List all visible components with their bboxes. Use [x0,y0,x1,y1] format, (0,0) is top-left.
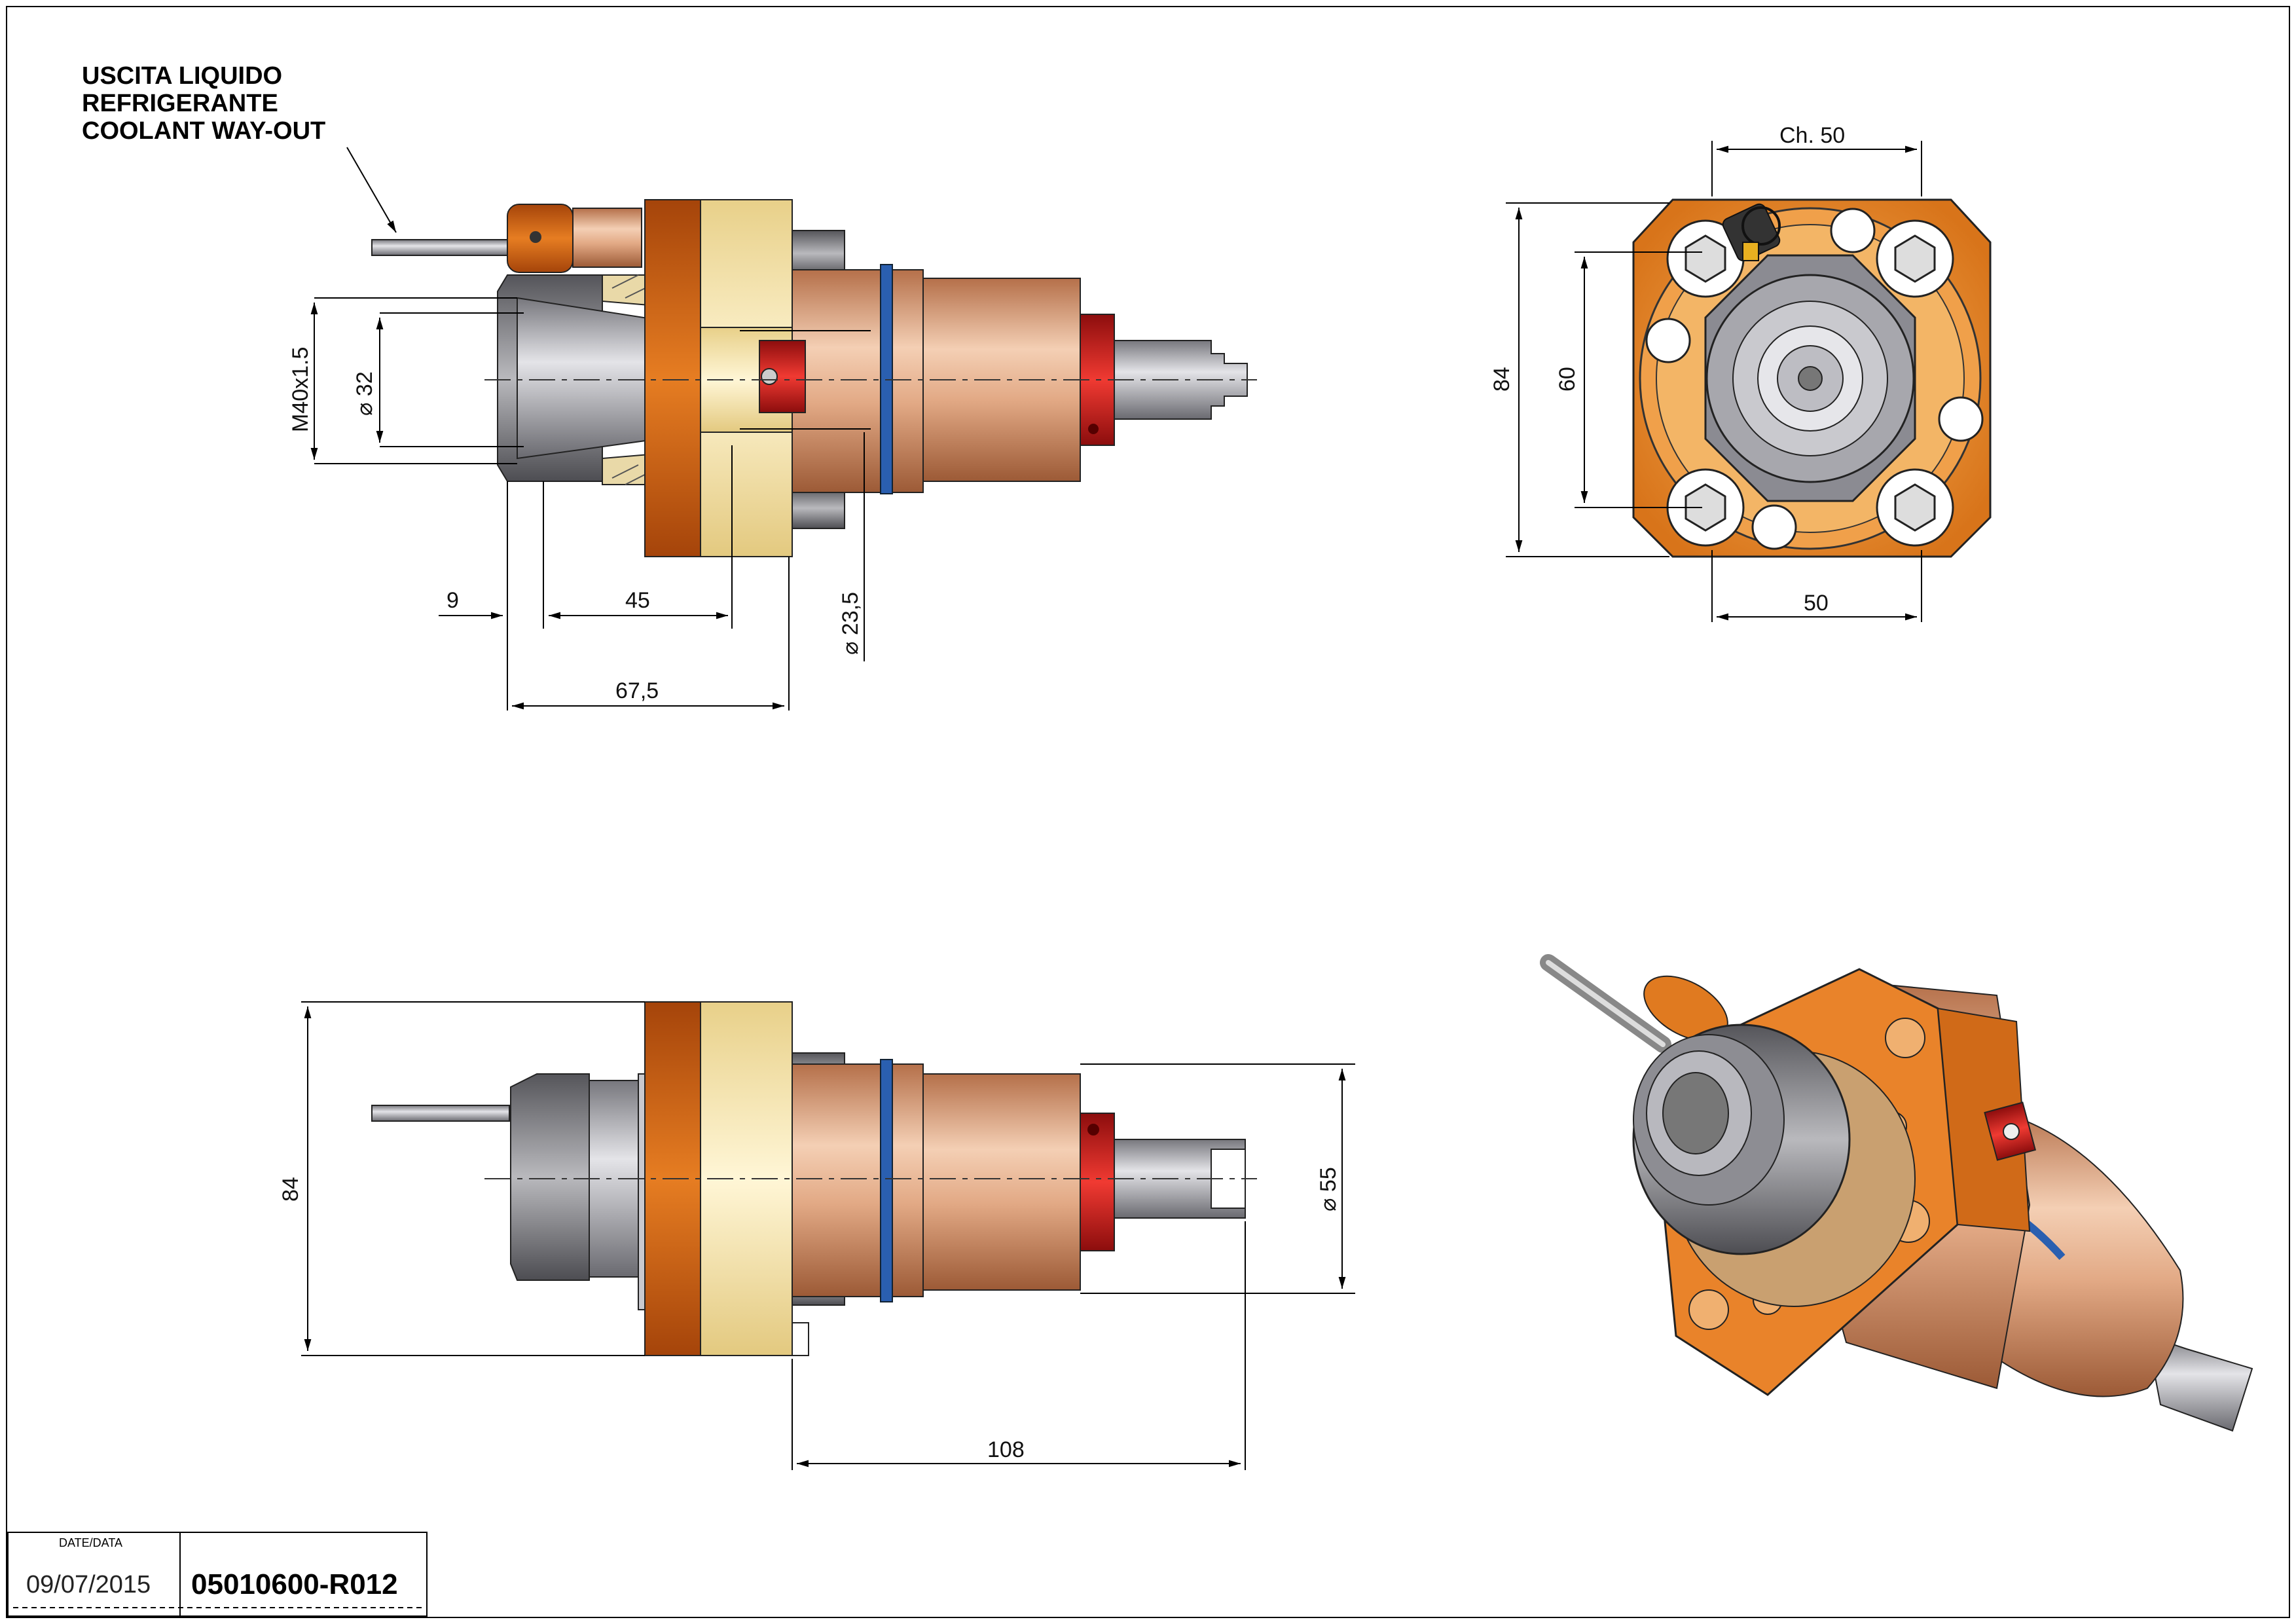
dim-84-side: 84 [278,1177,303,1202]
dim-dia23: ⌀ 23,5 [838,592,863,655]
dim-60: 60 [1555,367,1580,392]
dim-9: 9 [446,588,459,613]
iso-shaft [2146,1335,2253,1432]
note-leader [346,147,397,233]
isometric-view [1540,954,2253,1432]
title-block [7,1532,428,1617]
note-line3: COOLANT WAY-OUT [82,117,325,145]
housing-copper-ext [792,1063,924,1297]
dim-dia32: ⌀ 32 [352,371,377,416]
dim-50-front: 50 [1804,591,1829,616]
sheet-border [6,6,2290,1618]
flange-orange [644,199,701,557]
dims-side-section [310,297,871,710]
collet-nut-exterior [510,1073,590,1281]
front-view [1632,198,1992,558]
side-section-view [371,199,1257,557]
dims-side-exterior [301,1001,1355,1470]
housing-copper [792,269,924,493]
screw-bottom [792,487,845,529]
front-screws [1666,219,1954,547]
dim-ch50: Ch. 50 [1779,123,1845,148]
titleblock-code: 05010600-R012 [191,1568,398,1600]
dim-dia55: ⌀ 55 [1316,1167,1341,1211]
note-line1: USCITA LIQUIDO [82,62,282,90]
dim-108: 108 [987,1437,1025,1462]
drive-shaft [1114,340,1248,420]
coolant-pipe [371,239,510,256]
titleblock-date: 09/07/2015 [26,1571,151,1598]
note-line2: REFRIGERANTE [82,90,278,117]
dims-front-view [1506,141,1922,622]
side-exterior-view [371,1001,1257,1356]
titleblock-date-label: DATE/DATA [59,1536,122,1549]
dim-thread: M40x1.5 [288,347,313,432]
dim-675: 67,5 [615,678,659,703]
dim-84-front: 84 [1489,367,1514,392]
dim-45: 45 [625,588,650,613]
